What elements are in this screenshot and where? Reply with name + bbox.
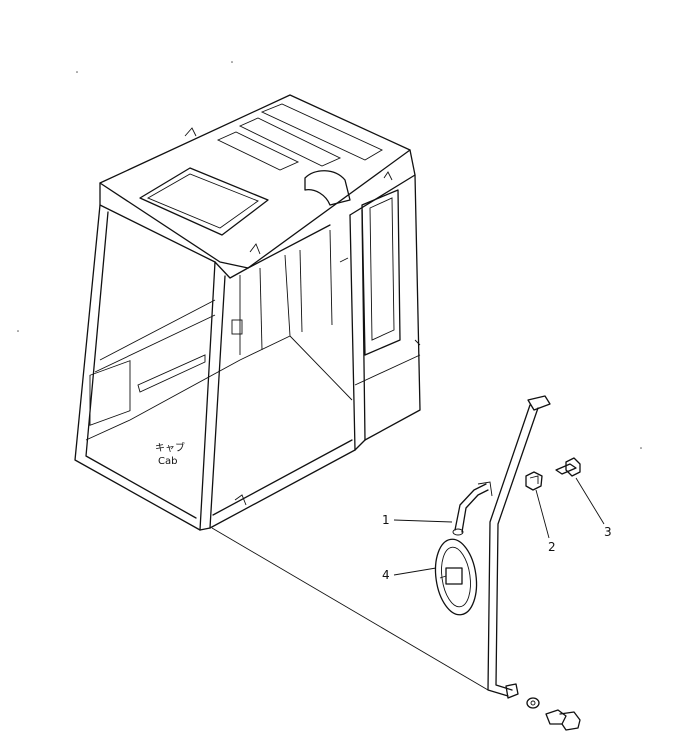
washer-part bbox=[526, 697, 540, 709]
nut-part bbox=[525, 471, 543, 491]
cab-body bbox=[74, 94, 421, 531]
callout-3: 3 bbox=[575, 477, 612, 539]
bolt-part bbox=[555, 457, 581, 477]
callout-number: 3 bbox=[604, 525, 612, 539]
callout-1: 1 bbox=[382, 513, 453, 527]
lamp-part bbox=[434, 538, 478, 616]
cab-label-jp: キャブ bbox=[155, 441, 185, 454]
bottom-bolt-part bbox=[545, 709, 581, 731]
callout-number: 1 bbox=[382, 513, 390, 527]
assembly-leader-line bbox=[211, 527, 489, 691]
callout-2: 2 bbox=[535, 489, 556, 554]
callout-4: 4 bbox=[382, 567, 437, 582]
bracket-part bbox=[452, 481, 493, 536]
callout-number: 2 bbox=[548, 540, 556, 554]
callout-number: 4 bbox=[382, 568, 390, 582]
handrail-part bbox=[487, 395, 551, 699]
cab-label-en: Cab bbox=[158, 456, 177, 467]
